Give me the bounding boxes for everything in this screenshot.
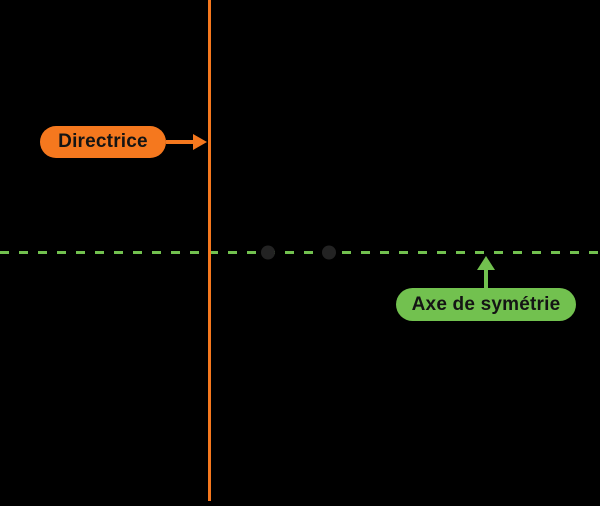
directrice-label: Directrice	[40, 126, 166, 158]
point-dot-right	[322, 245, 336, 260]
directrice-arrow-icon	[166, 134, 207, 150]
point-dot-left	[261, 245, 275, 260]
axe-de-symetrie-label: Axe de symétrie	[396, 288, 576, 321]
axe-arrow-icon	[477, 256, 495, 289]
axe-de-symetrie-label-text: Axe de symétrie	[411, 293, 561, 315]
directrice-label-text: Directrice	[58, 131, 148, 152]
